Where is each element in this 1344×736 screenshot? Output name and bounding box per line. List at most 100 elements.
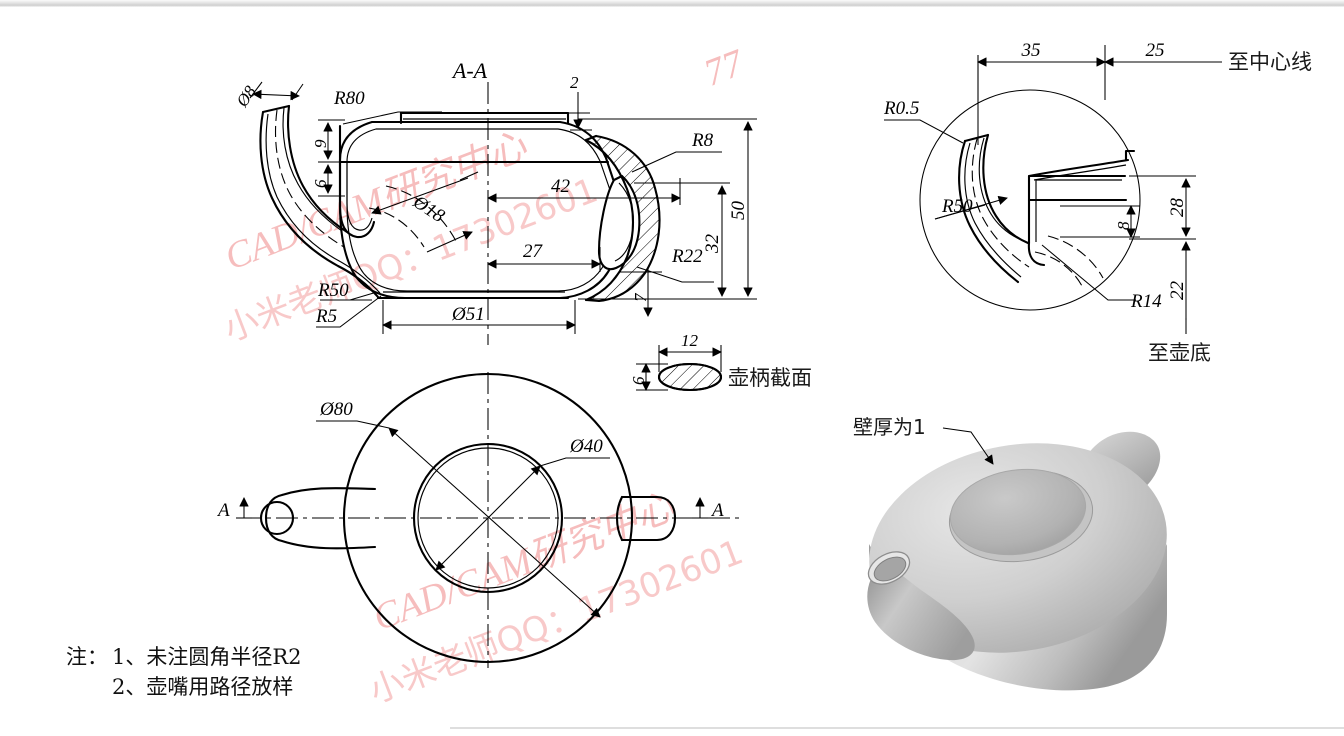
render-lid-well	[949, 468, 1087, 556]
detail-spout-wall-2	[978, 137, 1025, 242]
section-mark-left: A	[216, 497, 252, 521]
dim-lid-thickness: 2	[563, 73, 592, 131]
dim-handle-inner-width: 27	[487, 241, 601, 272]
dim-detail-r50: R50	[934, 195, 1008, 220]
dim-handle-section-height: 6	[629, 363, 668, 391]
dim-plan-opening-dia: Ø40	[435, 436, 610, 571]
label-28: 28	[1167, 198, 1188, 218]
dim-handle-height: 32	[634, 182, 730, 297]
label-35: 35	[1021, 40, 1041, 61]
dim-detail-8: 8	[1060, 205, 1140, 238]
label-6b: 6	[629, 376, 648, 385]
detail-bore-arc-2	[1047, 235, 1104, 279]
handle-outer-contour	[594, 134, 661, 303]
label-dia51: Ø51	[451, 304, 485, 325]
handle-bottom-joint	[584, 298, 601, 303]
detail-bore-arc-1	[1034, 251, 1083, 287]
plan-spout	[264, 487, 377, 550]
dim-detail-r05: R0.5	[883, 98, 964, 144]
render-spout	[867, 564, 975, 661]
handle-hatch-fill	[586, 136, 659, 300]
label-r50-section: R50	[317, 280, 349, 301]
label-to-centerline: 至中心线	[1228, 50, 1312, 74]
label-50: 50	[728, 201, 749, 221]
label-to-bottom: 至壶底	[1148, 341, 1211, 365]
label-7: 7	[631, 292, 650, 302]
label-r22: R22	[671, 246, 703, 267]
body-inner-profile	[346, 128, 615, 292]
detail-spout-throat	[1027, 241, 1046, 267]
dim-detail-28: 28	[1129, 175, 1196, 240]
plan-handle-root	[615, 495, 624, 542]
dim-base-dia: Ø51	[382, 300, 576, 334]
dim-bottom-fillet: R50	[317, 280, 378, 301]
label-27: 27	[523, 241, 544, 262]
label-r05: R0.5	[883, 98, 919, 119]
label-9: 9	[311, 139, 330, 148]
label-8: 8	[1114, 221, 1133, 230]
detail-body-lip	[1124, 149, 1136, 162]
spout-tip-edge	[261, 104, 291, 114]
dim-neck-height: 6	[311, 164, 345, 197]
dim-handle-section-width: 12	[658, 331, 722, 372]
label-25: 25	[1146, 40, 1165, 61]
spout-bore-arc-outer	[385, 185, 458, 244]
detail-body-upper-slope	[1027, 158, 1130, 178]
spout-wall-inner-2	[282, 107, 343, 232]
dim-detail-35: 35	[977, 40, 1106, 145]
render-spout-opening-bore	[873, 556, 907, 582]
window-title-bar	[0, 0, 1344, 7]
handle-bore-contour	[597, 174, 641, 271]
label-dia80: Ø80	[319, 399, 353, 420]
dim-handle-base-offset: 7	[620, 268, 662, 317]
label-2: 2	[570, 73, 579, 92]
plan-body-circle	[342, 372, 634, 664]
label-r50-detail: R50	[941, 196, 973, 217]
label-dia40: Ø40	[569, 436, 603, 457]
label-6: 6	[311, 179, 330, 188]
note-item-1: 1、未注圆角半径R2	[112, 645, 302, 669]
handle-section-ellipse-outline	[657, 362, 723, 392]
spout-throat-outer	[338, 158, 376, 239]
plan-handle	[620, 495, 677, 542]
dim-handle-top-radius: R8	[631, 130, 722, 173]
detail-spout-tip-edge	[963, 133, 990, 143]
label-32: 32	[702, 234, 723, 255]
label-12: 12	[681, 331, 699, 350]
dim-base-fillet: R5	[315, 295, 382, 328]
dim-detail-22: 22	[1167, 241, 1191, 320]
label-r14: R14	[1130, 291, 1162, 312]
dim-lid-radius: R80	[333, 88, 442, 125]
render-callout-leader	[942, 427, 994, 465]
spout-outer-lower	[287, 104, 349, 234]
handle-section-title: 壶柄截面	[728, 366, 812, 390]
handle-top-joint	[584, 134, 598, 142]
notes-prefix: 注：	[66, 645, 108, 669]
detail-body-upper-slope-inner	[1033, 164, 1127, 181]
label-r8: R8	[691, 130, 714, 151]
label-r5: R5	[315, 306, 337, 327]
teapot-3d-render: 壁厚为1	[853, 415, 1167, 691]
spout-wall-inner-1	[265, 113, 381, 294]
note-item-2: 2、壶嘴用路径放样	[112, 675, 293, 699]
detail-spout-wall-1	[964, 142, 1022, 278]
section-title-aa: A-A	[451, 58, 488, 83]
render-callout-label: 壁厚为1	[853, 415, 926, 439]
detail-spout-outer-left	[958, 139, 1020, 284]
handle-section-hatch	[659, 364, 722, 390]
label-section-a-left: A	[216, 500, 230, 521]
dim-overall-height: 50	[578, 118, 757, 300]
body-outer-profile	[338, 120, 622, 300]
label-42: 42	[551, 176, 571, 197]
detail-boundary-circle	[919, 89, 1141, 311]
detail-spout-centerline	[971, 138, 1030, 268]
label-22: 22	[1167, 281, 1188, 301]
plan-spout-opening	[259, 500, 295, 536]
detail-spout-outer-right	[982, 133, 1030, 245]
section-mark-right: A	[692, 497, 724, 521]
